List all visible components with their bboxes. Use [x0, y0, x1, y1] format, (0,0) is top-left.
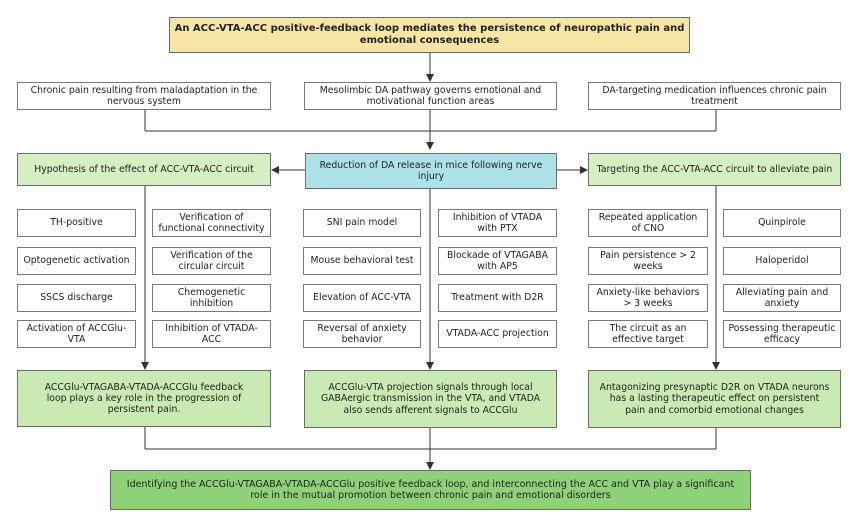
grid-col3-item-3: Elevation of ACC-VTA [303, 284, 421, 312]
grid-col5-item-2: Pain persistence > 2 weeks [588, 247, 708, 275]
grid-col1-item-2: Optogenetic activation [17, 247, 136, 275]
middle-box-center-text: Reduction of DA release in mice followin… [319, 159, 543, 182]
middle-box-right: Targeting the ACC-VTA-ACC circuit to all… [588, 153, 841, 186]
grid-item-text: VTADA-ACC projection [446, 328, 549, 340]
conclusion-box-right: Antagonizing presynaptic D2R on VTADA ne… [588, 370, 841, 428]
grid-col4-item-1: Inhibition of VTADA with PTX [438, 209, 557, 237]
grid-col6-item-4: Possessing therapeutic efficacy [723, 320, 841, 348]
final-conclusion-text: Identifying the ACCGlu-VTAGABA-VTADA-ACC… [126, 478, 735, 501]
top-box-left: Chronic pain resulting from maladaptatio… [17, 82, 271, 110]
grid-col1-item-1: TH-positive [17, 209, 136, 237]
grid-item-text: Alleviating pain and anxiety [735, 286, 829, 309]
grid-item-text: Inhibition of VTADA-ACC [165, 322, 258, 345]
grid-item-text: Haloperidol [755, 255, 809, 267]
grid-item-text: Verification of the circular circuit [170, 249, 253, 272]
grid-item-text: Inhibition of VTADA with PTX [452, 211, 543, 234]
top-box-right-text: DA-targeting medication influences chron… [602, 84, 827, 107]
conclusion-box-left: ACCGlu-VTAGABA-VTADA-ACCGlu feedback loo… [17, 370, 271, 427]
grid-item-text: The circuit as an effective target [609, 322, 687, 345]
grid-col2-item-4: Inhibition of VTADA-ACC [152, 320, 271, 348]
conclusion-center-text: ACCGlu-VTA projection signals through lo… [320, 382, 541, 416]
grid-item-text: Chemogenetic inhibition [177, 286, 246, 309]
grid-col3-item-1: SNI pain model [303, 209, 421, 237]
grid-col5-item-4: The circuit as an effective target [588, 320, 708, 348]
grid-item-text: Repeated application of CNO [598, 211, 698, 234]
top-box-center-text: Mesolimbic DA pathway governs emotional … [319, 84, 542, 107]
grid-item-text: Quinpirole [758, 217, 806, 229]
grid-item-text: Activation of ACCGlu-VTA [26, 322, 127, 345]
grid-col4-item-4: VTADA-ACC projection [438, 320, 557, 348]
grid-col2-item-1: Verification of functional connectivity [152, 209, 271, 237]
conclusion-box-center: ACCGlu-VTA projection signals through lo… [304, 370, 557, 428]
grid-item-text: Pain persistence > 2 weeks [600, 249, 696, 272]
grid-item-text: Mouse behavioral test [310, 255, 414, 267]
middle-box-left: Hypothesis of the effect of ACC-VTA-ACC … [17, 153, 271, 186]
grid-item-text: Elevation of ACC-VTA [313, 292, 411, 304]
middle-box-center: Reduction of DA release in mice followin… [305, 153, 557, 189]
grid-item-text: Optogenetic activation [23, 255, 130, 267]
conclusion-left-text: ACCGlu-VTAGABA-VTADA-ACCGlu feedback loo… [44, 381, 244, 416]
grid-col4-item-3: Treatment with D2R [438, 284, 557, 312]
grid-col2-item-3: Chemogenetic inhibition [152, 284, 271, 312]
grid-col6-item-3: Alleviating pain and anxiety [723, 284, 841, 312]
grid-col3-item-4: Reversal of anxiety behavior [303, 320, 421, 348]
grid-item-text: SNI pain model [326, 217, 398, 229]
grid-item-text: Reversal of anxiety behavior [317, 322, 407, 345]
top-box-right: DA-targeting medication influences chron… [588, 82, 841, 110]
grid-col3-item-2: Mouse behavioral test [303, 247, 421, 275]
grid-item-text: Treatment with D2R [451, 292, 544, 304]
conclusion-right-text: Antagonizing presynaptic D2R on VTADA ne… [599, 382, 830, 416]
top-box-center: Mesolimbic DA pathway governs emotional … [304, 82, 557, 110]
grid-col1-item-3: SSCS discharge [17, 284, 136, 312]
grid-item-text: Verification of functional connectivity [158, 211, 265, 234]
grid-item-text: Anxiety-like behaviors > 3 weeks [596, 286, 700, 309]
grid-col6-item-2: Haloperidol [723, 247, 841, 275]
grid-item-text: SSCS discharge [40, 292, 113, 304]
grid-col6-item-1: Quinpirole [723, 209, 841, 237]
grid-item-text: Blockade of VTAGABA with AP5 [447, 249, 548, 272]
diagram-title-text: An ACC-VTA-ACC positive-feedback loop me… [174, 23, 685, 46]
grid-item-text: TH-positive [50, 217, 103, 229]
middle-box-right-text: Targeting the ACC-VTA-ACC circuit to all… [596, 163, 833, 175]
top-box-left-text: Chronic pain resulting from maladaptatio… [30, 84, 258, 107]
grid-item-text: Possessing therapeutic efficacy [728, 322, 836, 345]
grid-col2-item-2: Verification of the circular circuit [152, 247, 271, 275]
final-conclusion-box: Identifying the ACCGlu-VTAGABA-VTADA-ACC… [110, 470, 751, 510]
grid-col1-item-4: Activation of ACCGlu-VTA [17, 320, 136, 348]
middle-box-left-text: Hypothesis of the effect of ACC-VTA-ACC … [34, 163, 254, 175]
grid-col5-item-1: Repeated application of CNO [588, 209, 708, 237]
grid-col5-item-3: Anxiety-like behaviors > 3 weeks [588, 284, 708, 312]
diagram-title: An ACC-VTA-ACC positive-feedback loop me… [169, 17, 690, 53]
grid-col4-item-2: Blockade of VTAGABA with AP5 [438, 247, 557, 275]
